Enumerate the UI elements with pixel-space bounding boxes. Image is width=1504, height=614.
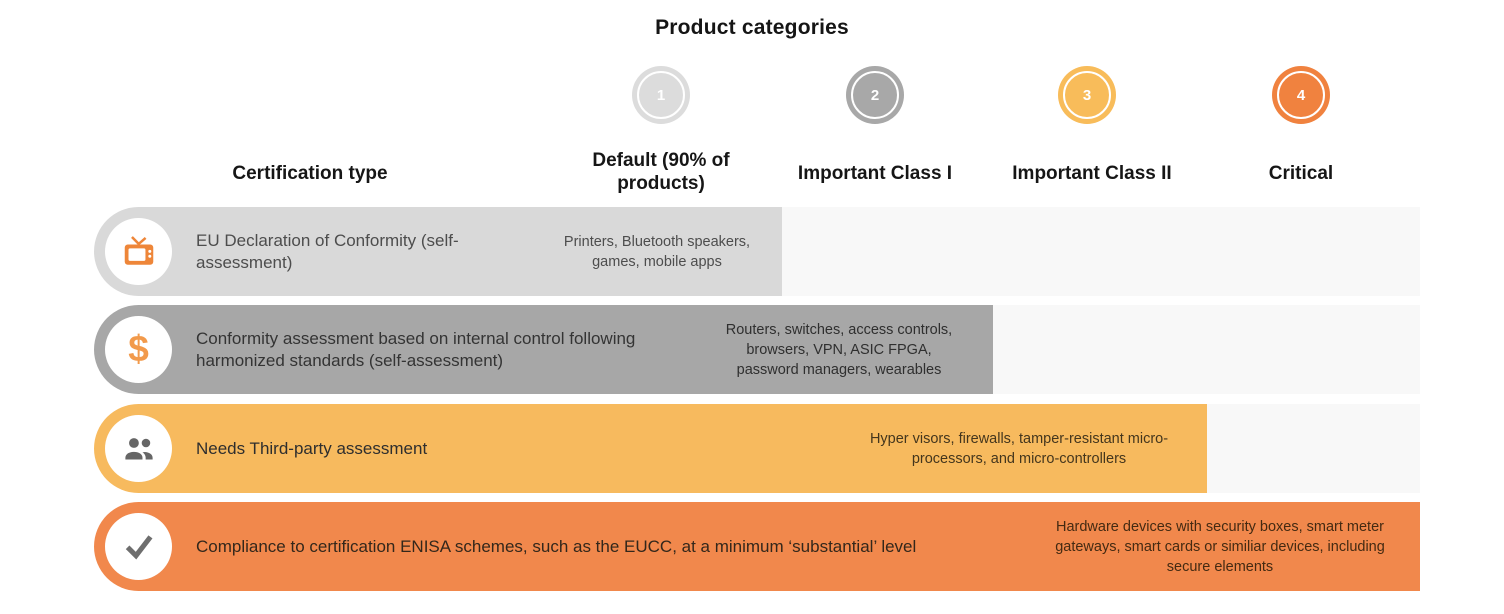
certification-type-text: Conformity assessment based on internal …	[196, 328, 636, 370]
row-empty-track	[993, 305, 1420, 394]
product-examples-text: Printers, Bluetooth speakers, games, mob…	[563, 233, 751, 270]
product-examples-text: Hardware devices with security boxes, sm…	[1055, 518, 1385, 575]
category-number: 1	[656, 86, 666, 104]
column-header-certification-type: Certification type	[232, 163, 388, 184]
category-circle-3: 3	[1058, 66, 1116, 124]
row-icon-badge	[105, 218, 172, 285]
row-empty-track	[782, 207, 1420, 296]
certification-type-text: EU Declaration of Conformity (self-asses…	[196, 230, 459, 272]
row-icon-badge	[105, 513, 172, 580]
tv-icon	[124, 235, 153, 265]
page-title: Product categories	[655, 16, 849, 39]
table-row: EU Declaration of Conformity (self-asses…	[94, 207, 1420, 296]
column-header-default: Default (90% of products)	[592, 150, 730, 195]
check-icon	[125, 534, 152, 560]
table-row: Needs Third-party assessment Hyper visor…	[94, 404, 1420, 493]
product-examples-text: Hyper visors, firewalls, tamper-resistan…	[869, 430, 1169, 467]
certification-type-text: Compliance to certification ENISA scheme…	[196, 536, 917, 556]
row-icon-badge: $	[105, 316, 172, 383]
dollar-icon: $	[128, 327, 149, 369]
column-header-important-class-1: Important Class I	[797, 163, 953, 184]
category-number: 4	[1296, 86, 1306, 104]
table-row: Compliance to certification ENISA scheme…	[94, 502, 1420, 591]
people-icon	[124, 437, 153, 459]
table-row: $ Conformity assessment based on interna…	[94, 305, 1420, 394]
category-circle-1: 1	[632, 66, 690, 124]
product-examples-text: Routers, switches, access controls, brow…	[725, 321, 953, 378]
category-circle-2: 2	[846, 66, 904, 124]
row-band	[94, 305, 993, 394]
row-band	[94, 502, 1420, 591]
column-header-critical: Critical	[1268, 163, 1334, 184]
row-band	[94, 207, 782, 296]
category-number: 3	[1082, 86, 1092, 104]
row-empty-track	[1207, 404, 1420, 493]
category-number: 2	[870, 86, 880, 104]
column-header-important-class-2: Important Class II	[1012, 163, 1172, 184]
category-circle-4: 4	[1272, 66, 1330, 124]
row-band	[94, 404, 1207, 493]
row-icon-badge	[105, 415, 172, 482]
certification-type-text: Needs Third-party assessment	[196, 438, 428, 458]
